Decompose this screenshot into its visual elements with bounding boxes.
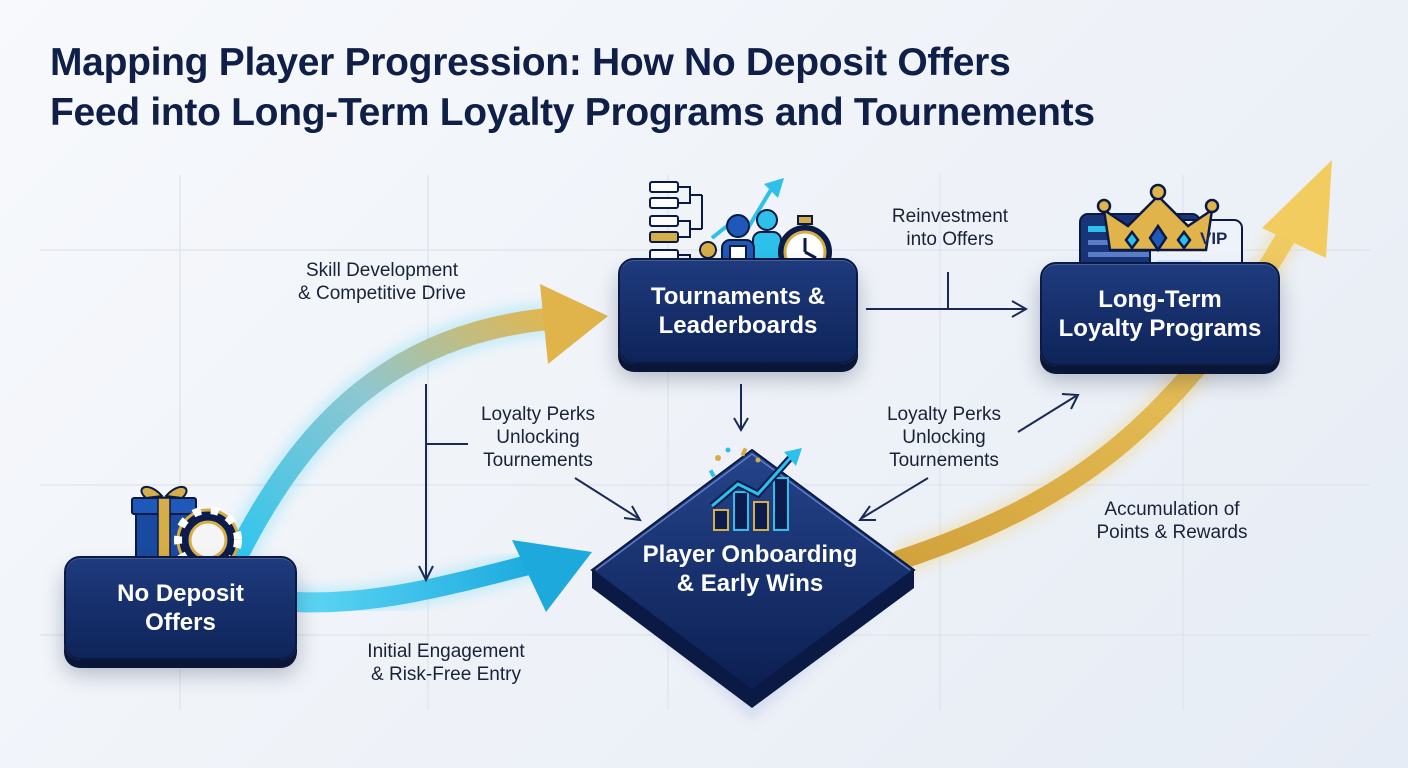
vip-badge: VIP xyxy=(1200,229,1227,248)
node-tournaments-leaderboards: Tournaments & Leaderboards xyxy=(618,258,858,364)
node-long-term-loyalty: Long-Term Loyalty Programs xyxy=(1040,262,1280,366)
arrow-skill-development xyxy=(219,284,608,571)
label-skill-line-1: Skill Development xyxy=(305,260,459,281)
arrow-perks-up xyxy=(1017,393,1080,433)
arrow-perks-right xyxy=(858,477,929,521)
arrow-left-down xyxy=(418,384,468,583)
no-deposit-line-2: Offers xyxy=(145,609,216,636)
label-accumulation: Accumulation of Points & Rewards xyxy=(1080,498,1264,544)
label-accumulation-line-2: Points & Rewards xyxy=(1096,522,1248,543)
no-deposit-line-1: No Deposit xyxy=(117,580,244,607)
node-player-onboarding: Player Onboarding & Early Wins xyxy=(590,540,910,598)
label-skill-development: Skill Development & Competitive Drive xyxy=(282,259,482,305)
title-line-2: Feed into Long-Term Loyalty Programs and… xyxy=(50,91,1095,134)
label-reinvestment-line-2: into Offers xyxy=(906,229,994,250)
arrow-tournaments-down xyxy=(733,384,749,432)
label-skill-line-2: & Competitive Drive xyxy=(298,283,466,304)
loyalty-line-2: Loyalty Programs xyxy=(1058,315,1262,342)
label-perks-right-line-1: Loyalty Perks xyxy=(886,404,1002,425)
casino-chip-icon xyxy=(174,506,242,574)
onboarding-platform xyxy=(590,448,916,720)
label-loyalty-perks-left: Loyalty Perks Unlocking Tournements xyxy=(458,403,618,472)
arrow-initial-engagement xyxy=(285,540,592,618)
onboarding-line-1: Player Onboarding xyxy=(642,541,858,568)
label-reinvestment-line-1: Reinvestment xyxy=(891,206,1009,227)
arrow-reinvestment xyxy=(866,272,1029,318)
loyalty-line-1: Long-Term xyxy=(1098,286,1222,313)
onboarding-line-2: & Early Wins xyxy=(676,570,824,597)
label-perks-left-line-1: Loyalty Perks xyxy=(480,404,596,425)
label-reinvestment: Reinvestment into Offers xyxy=(870,205,1030,251)
label-perks-left-line-3: Tournements xyxy=(483,450,593,471)
label-perks-right-line-2: Unlocking xyxy=(902,427,986,448)
label-loyalty-perks-right: Loyalty Perks Unlocking Tournements xyxy=(864,403,1024,472)
node-no-deposit-offers: No Deposit Offers xyxy=(64,556,297,660)
label-perks-right-line-3: Tournements xyxy=(889,450,999,471)
label-perks-left-line-2: Unlocking xyxy=(496,427,580,448)
label-accumulation-line-1: Accumulation of xyxy=(1104,499,1240,520)
crown-icon xyxy=(1096,183,1220,253)
label-initial-line-1: Initial Engagement xyxy=(367,641,525,662)
label-initial-line-2: & Risk-Free Entry xyxy=(371,664,521,685)
arrow-perks-left xyxy=(574,477,642,522)
title-line-1: Mapping Player Progression: How No Depos… xyxy=(50,41,1011,84)
label-initial-engagement: Initial Engagement & Risk-Free Entry xyxy=(346,640,546,686)
tournaments-line-1: Tournaments & xyxy=(650,283,826,310)
tournaments-line-2: Leaderboards xyxy=(658,312,818,339)
growth-bar-chart-icon xyxy=(708,447,802,531)
page-title: Mapping Player Progression: How No Depos… xyxy=(50,38,1095,138)
